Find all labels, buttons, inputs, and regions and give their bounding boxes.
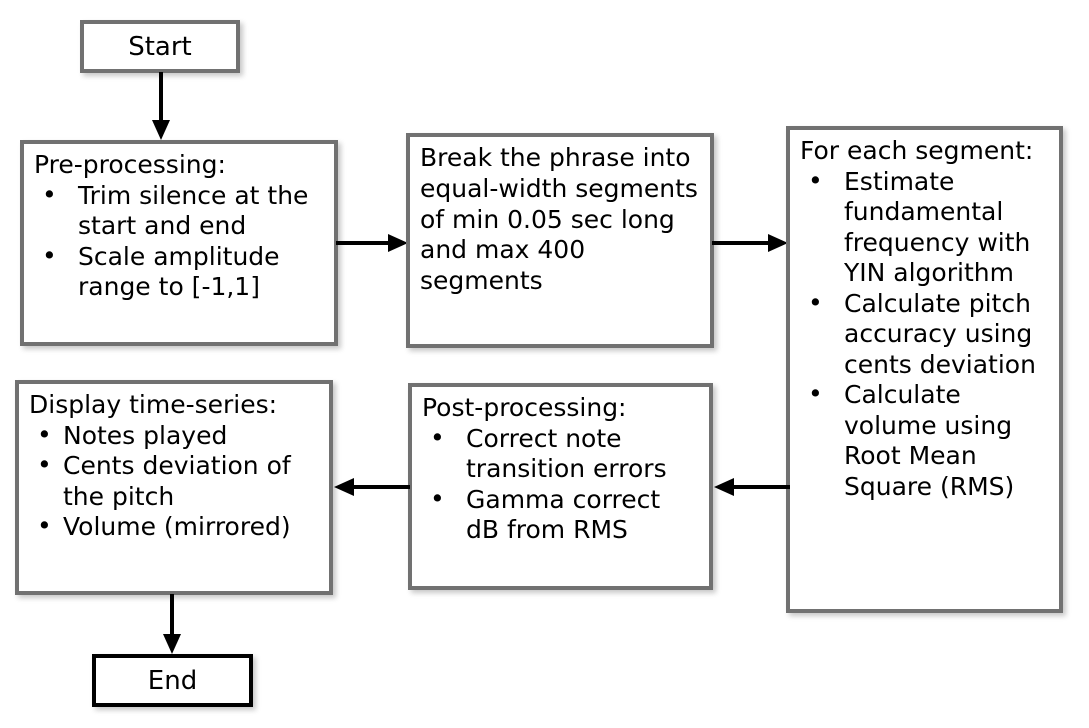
node-preprocessing[interactable]: Pre-processing: Trim silence at the star… [20, 140, 338, 346]
connector-display-to-end [161, 594, 183, 656]
node-postprocessing[interactable]: Post-processing: Correct note transition… [408, 383, 713, 590]
node-per-segment-heading: For each segment: [800, 136, 1034, 165]
connector-preprocessing-to-segmentation [336, 231, 410, 255]
list-item: Scale amplitude range to [-1,1] [34, 241, 326, 303]
node-end[interactable]: End [92, 654, 253, 707]
list-item: Trim silence at the start and end [34, 180, 326, 242]
node-start-label: Start [128, 31, 192, 62]
list-item: Cents deviation of the pitch [29, 450, 321, 512]
connector-segmentation-to-per-segment [712, 231, 790, 255]
node-preprocessing-bullets: Trim silence at the start and end Scale … [34, 180, 326, 303]
node-segmentation-text: Break the phrase into equal-width segmen… [420, 143, 698, 295]
node-display[interactable]: Display time-series: Notes played Cents … [15, 380, 333, 595]
list-item: Correct note transition errors [422, 423, 701, 485]
connector-postprocessing-to-display [332, 475, 410, 499]
node-postprocessing-heading: Post-processing: [422, 393, 627, 422]
list-item: Calculate volume using Root Mean Square … [800, 379, 1051, 502]
list-item: Gamma correct dB from RMS [422, 484, 701, 546]
node-end-label: End [147, 665, 198, 696]
list-item: Notes played [29, 420, 321, 452]
node-per-segment[interactable]: For each segment: Estimate fundamental f… [786, 126, 1063, 613]
node-preprocessing-heading: Pre-processing: [34, 150, 226, 179]
node-display-heading: Display time-series: [29, 390, 278, 419]
connector-start-to-preprocessing [150, 72, 172, 142]
node-per-segment-bullets: Estimate fundamental frequency with YIN … [800, 166, 1051, 503]
list-item: Volume (mirrored) [29, 511, 321, 543]
node-start[interactable]: Start [80, 20, 240, 73]
list-item: Calculate pitch accuracy using cents dev… [800, 288, 1051, 381]
node-postprocessing-bullets: Correct note transition errors Gamma cor… [422, 423, 701, 546]
list-item: Estimate fundamental frequency with YIN … [800, 166, 1051, 289]
node-display-bullets: Notes played Cents deviation of the pitc… [29, 420, 321, 543]
node-segmentation[interactable]: Break the phrase into equal-width segmen… [406, 133, 714, 348]
connector-per-segment-to-postprocessing [712, 475, 790, 499]
